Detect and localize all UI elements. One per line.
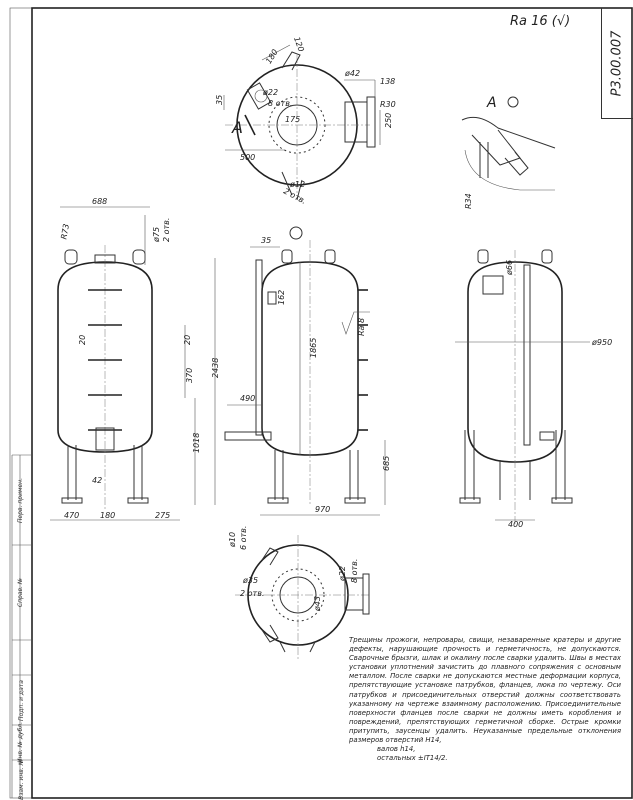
stamp-reference-no: Справ. № [17, 577, 25, 608]
side-view-shell [261, 261, 359, 456]
surface-roughness: Ra 16 (√) [510, 14, 571, 29]
top-dim-120: 120 [292, 36, 306, 53]
inner-frame [31, 7, 633, 799]
stamp-sign-date-1: Подп. и дата [17, 679, 25, 721]
front-dim-42: 42 [92, 476, 102, 485]
side-dim-970: 970 [315, 505, 330, 514]
bottom-dim-6-holes: 6 отв. [239, 526, 248, 550]
detail-a: А R34 [461, 95, 556, 209]
top-dim-500: 500 [240, 153, 255, 162]
front-dim-688: 688 [92, 197, 107, 206]
front-view-shell [57, 261, 153, 453]
doc-code: Р3.00.007 [609, 30, 625, 96]
bottom-dim-o10: ø10 [228, 532, 237, 548]
bottom-view: ø10 6 отв. ø35 2 отв. ø22 8 отв. ø43 [228, 526, 370, 660]
front-dim-370: 370 [185, 368, 194, 383]
bottom-dim-8-holes: 8 отв. [350, 559, 359, 583]
front-view: 688 R73 ø75 2 отв. 20 20 370 2438 1018 4… [50, 197, 220, 521]
bottom-dim-2-holes: 2 отв. [240, 589, 264, 598]
side-dim-ra8: Ra 8 [357, 318, 366, 336]
notes-shaft: валов h14, [377, 745, 416, 754]
front-dim-1018: 1018 [192, 433, 201, 453]
side-dim-490: 490 [240, 394, 255, 403]
right-dim-o66: ø66 [505, 260, 514, 276]
top-dim-2-holes: 2 отв. [282, 187, 308, 206]
top-dim-35: 35 [215, 95, 224, 105]
front-dim-2-holes: 2 отв. [162, 218, 171, 242]
side-dim-685: 685 [382, 456, 391, 471]
top-dim-o22: ø22 [262, 88, 278, 97]
section-label-a: А [231, 118, 243, 137]
bottom-dim-o35: ø35 [242, 576, 258, 585]
bottom-dim-o22: ø22 [338, 566, 347, 582]
front-dim-r73: R73 [59, 223, 71, 240]
front-dim-275: 275 [155, 511, 170, 520]
top-dim-250: 250 [384, 113, 393, 128]
stamp-dup-inv: Инв. № дубл. [17, 721, 25, 764]
stamp-inv-replace: Взам. инв. № [17, 758, 25, 800]
top-dim-8-holes: 8 отв. [268, 99, 292, 108]
front-dim-20-left: 20 [78, 335, 87, 345]
top-view: 180 120 ø42 138 35 ø22 8 отв. R30 250 17… [215, 36, 396, 206]
front-dim-2438: 2438 [211, 358, 220, 378]
front-dim-o75: ø75 [152, 227, 161, 243]
top-dim-r30: R30 [380, 100, 396, 109]
side-dim-35: 35 [261, 236, 271, 245]
bottom-dim-o43: ø43 [313, 596, 322, 612]
side-dim-1865: 1865 [309, 338, 318, 358]
notes-other: остальных ±IT14/2. [377, 754, 448, 763]
top-dim-138: 138 [380, 77, 395, 86]
technical-notes: Трещины прожоги, непровары, свищи, незав… [349, 636, 621, 763]
right-dim-400: 400 [508, 520, 523, 529]
front-dim-180: 180 [100, 511, 115, 520]
right-dim-o950: ø950 [591, 338, 612, 347]
detail-dim-r34: R34 [464, 193, 473, 209]
side-dim-162: 162 [277, 290, 286, 305]
top-dim-o12: ø12 [289, 180, 305, 189]
right-view-shell [467, 261, 563, 463]
right-view: ø66 ø950 400 [455, 249, 612, 529]
top-dim-175: 175 [285, 115, 300, 124]
side-view: 35 162 1865 Ra 8 490 685 970 [224, 226, 391, 516]
front-dim-470: 470 [64, 511, 79, 520]
detail-a-label: А [486, 95, 497, 111]
top-dim-o42: ø42 [344, 69, 360, 78]
top-dim-180: 180 [264, 48, 280, 66]
front-dim-20-right: 20 [183, 335, 192, 345]
notes-main: Трещины прожоги, непровары, свищи, незав… [349, 636, 621, 745]
stamp-first-use: Перв. примен. [17, 477, 25, 523]
doc-code-box [601, 8, 633, 119]
